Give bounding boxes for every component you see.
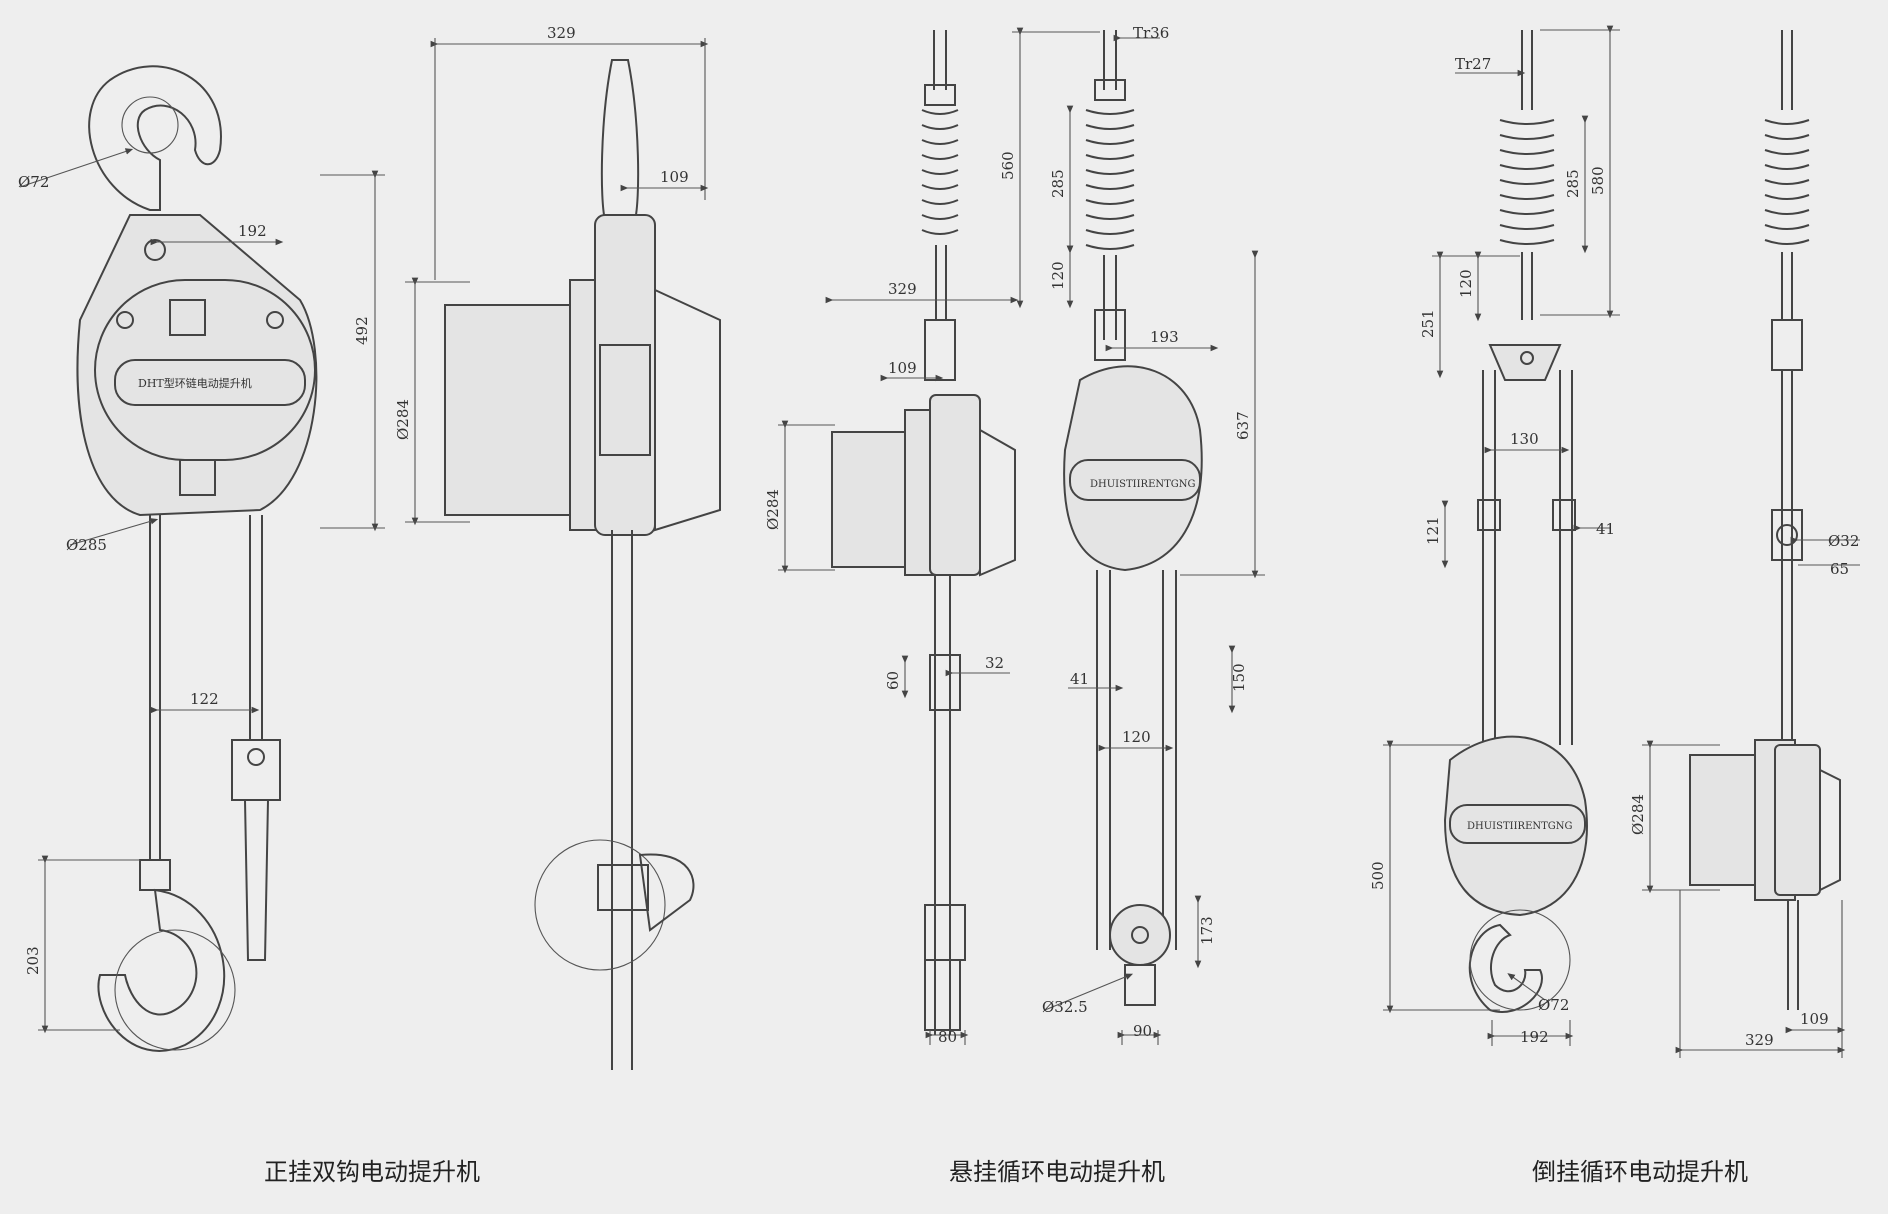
dim-fig1-side-109: 109 [660,168,689,186]
dim-fig2-tr: Tr36 [1133,24,1169,42]
dim-fig1-hook-dia: Ø72 [18,173,49,191]
dim-fig2-41: 41 [1070,670,1089,688]
caption-fig1: 正挂双钩电动提升机 [264,1158,480,1186]
dim-fig3-329: 329 [1745,1031,1774,1049]
fig2-body-label: DHUISTIIRENTGNG [1090,479,1196,490]
dim-fig2-325: Ø32.5 [1042,998,1088,1016]
dim-fig3-41: 41 [1596,520,1615,538]
fig1-chain-left [149,515,161,860]
dim-fig3-32: Ø32 [1828,532,1859,550]
dim-fig1-width: 192 [238,222,267,240]
dim-fig3-121: 121 [1424,516,1442,545]
dim-fig1-side-dia: Ø284 [394,399,412,440]
dim-fig2-90: 90 [1133,1022,1152,1040]
fig1-body-label: DHT型环链电动提升机 [138,376,252,390]
dim-fig3-130: 130 [1510,430,1539,448]
dim-fig3-72: Ø72 [1538,996,1569,1014]
caption-fig2: 悬挂循环电动提升机 [949,1158,1165,1186]
fig1-front-view: Ø72 192 492 Ø285 122 203 [18,24,721,1070]
fig3-views: DHUISTIIRENTGNG Tr27 285 580 120 251 [1369,25,1860,1058]
fig2-views: DHUISTIIRENTGNG 560 Tr36 285 120 329 109… [764,24,1265,1046]
dim-fig3-580: 580 [1589,166,1607,195]
dim-fig2-32: 32 [985,654,1004,672]
dim-fig2-109: 109 [888,359,917,377]
dim-fig3-251: 251 [1419,309,1437,338]
dim-fig2-329: 329 [888,280,917,298]
dim-fig2-193: 193 [1150,328,1179,346]
dim-fig3-285: 285 [1564,169,1582,198]
caption-fig3: 倒挂循环电动提升机 [1532,1158,1748,1186]
dim-fig2-120b: 120 [1122,728,1151,746]
dim-fig3-192: 192 [1520,1028,1549,1046]
fig3-body-label: DHUISTIIRENTGNG [1467,821,1573,832]
dim-fig2-285: 285 [1049,169,1067,198]
dim-fig3-284: Ø284 [1629,794,1647,835]
dim-fig3-109: 109 [1800,1010,1829,1028]
dim-fig2-60: 60 [884,671,902,690]
dim-fig3-tr: Tr27 [1455,55,1491,73]
dim-fig1-height: 492 [353,316,371,345]
dim-fig2-80: 80 [938,1028,957,1046]
dim-fig1-body-dia: Ø285 [66,536,107,554]
dim-fig2-637: 637 [1234,411,1252,440]
dim-fig3-65: 65 [1830,560,1849,578]
dim-fig2-284: Ø284 [764,489,782,530]
dim-fig2-120a: 120 [1049,261,1067,290]
fig1-chain-right [249,515,263,740]
dim-fig1-hook-h: 203 [24,946,42,975]
fig1-side-view [444,59,721,1070]
dim-fig2-173: 173 [1198,916,1216,945]
dim-fig1-side-width: 329 [547,24,576,42]
dim-fig3-500: 500 [1369,861,1387,890]
dim-fig2-560: 560 [999,151,1017,180]
dim-fig1-chain-gap: 122 [190,690,219,708]
dim-fig3-120: 120 [1457,269,1475,298]
dim-fig2-150: 150 [1230,663,1248,692]
